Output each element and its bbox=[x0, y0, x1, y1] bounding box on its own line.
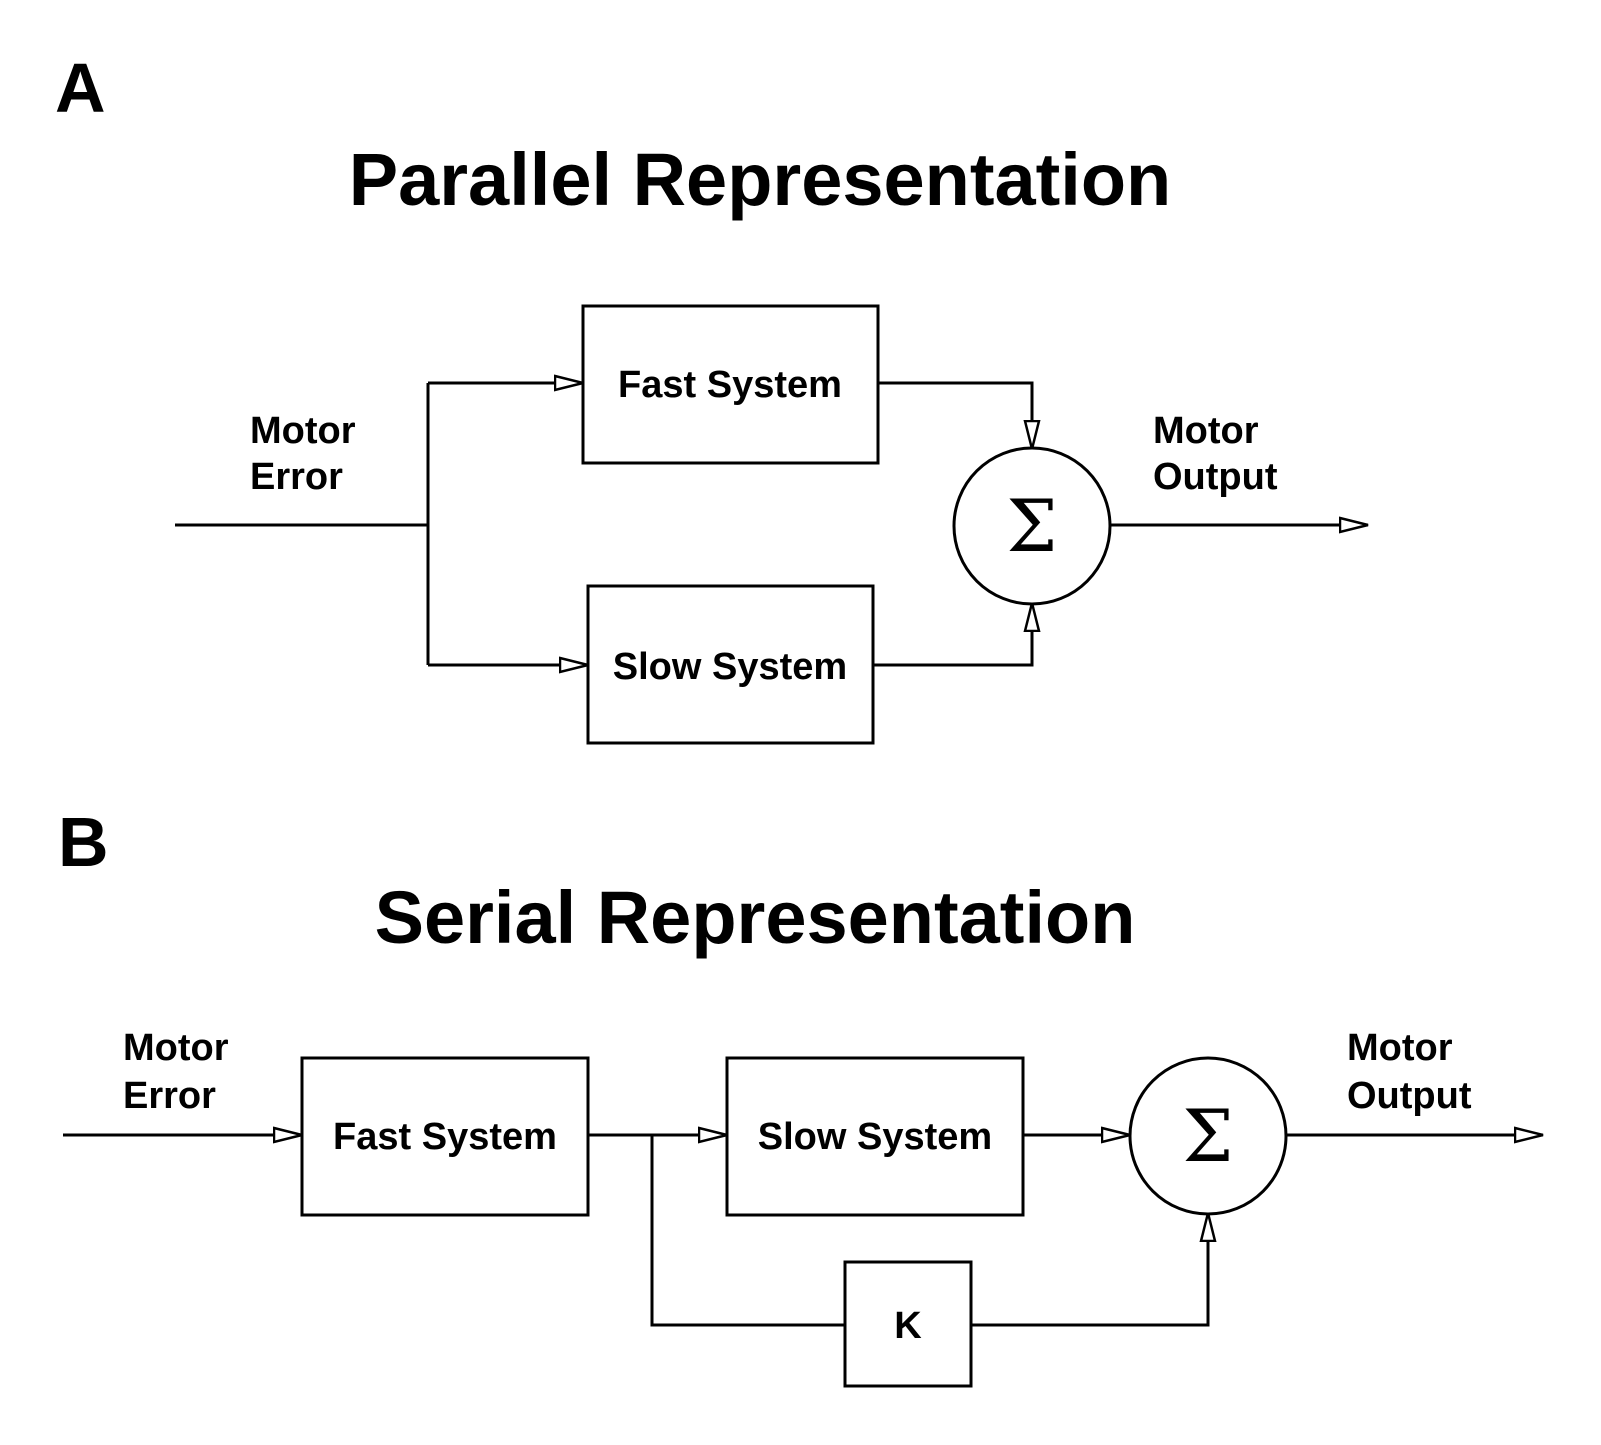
panel-b-branch-to-gain bbox=[650, 1135, 845, 1327]
panel-a-input-label-line1: Motor bbox=[250, 410, 356, 452]
panel-b-fast-system-block bbox=[300, 1056, 590, 1217]
panel-b-gain-block bbox=[843, 1260, 973, 1388]
panel-a-output-label-line2: Output bbox=[1153, 456, 1278, 498]
panel-a-fast-to-sum-arrow bbox=[878, 381, 1032, 449]
panel-a-fast-system-label: Fast System bbox=[618, 364, 842, 406]
panel-a-sum-symbol: Σ bbox=[1007, 484, 1058, 568]
panel-a-slow-to-sum-arrow bbox=[873, 603, 1032, 667]
panel-b-slow-system-label: Slow System bbox=[758, 1116, 992, 1158]
panel-b-slow-system-block bbox=[725, 1056, 1025, 1217]
panel-b-letter: B bbox=[58, 803, 109, 881]
panel-a-letter: A bbox=[55, 49, 106, 127]
panel-b-input-label-line2: Error bbox=[123, 1075, 216, 1117]
panel-a-slow-system-block bbox=[586, 584, 875, 745]
panel-b-sum-symbol: Σ bbox=[1183, 1094, 1234, 1178]
panel-b-title: Serial Representation bbox=[375, 876, 1136, 959]
panel-a-input-label-line2: Error bbox=[250, 456, 343, 498]
panel-b-input-label-line1: Motor bbox=[123, 1027, 229, 1069]
panel-b-output-label-line2: Output bbox=[1347, 1075, 1472, 1117]
panel-a: A Parallel Representation Motor Error Mo… bbox=[55, 49, 1368, 745]
panel-a-title: Parallel Representation bbox=[349, 138, 1172, 221]
panel-a-slow-system-label: Slow System bbox=[613, 646, 847, 688]
panel-a-output-label-line1: Motor bbox=[1153, 410, 1259, 452]
panel-b: B Serial Representation Motor Error Moto… bbox=[58, 803, 1543, 1388]
panel-b-gain-to-sum-arrow bbox=[971, 1213, 1208, 1327]
panel-a-fast-system-block bbox=[581, 304, 880, 465]
panel-b-output-label-line1: Motor bbox=[1347, 1027, 1453, 1069]
panel-b-gain-label: K bbox=[894, 1305, 922, 1347]
panel-b-fast-system-label: Fast System bbox=[333, 1116, 557, 1158]
